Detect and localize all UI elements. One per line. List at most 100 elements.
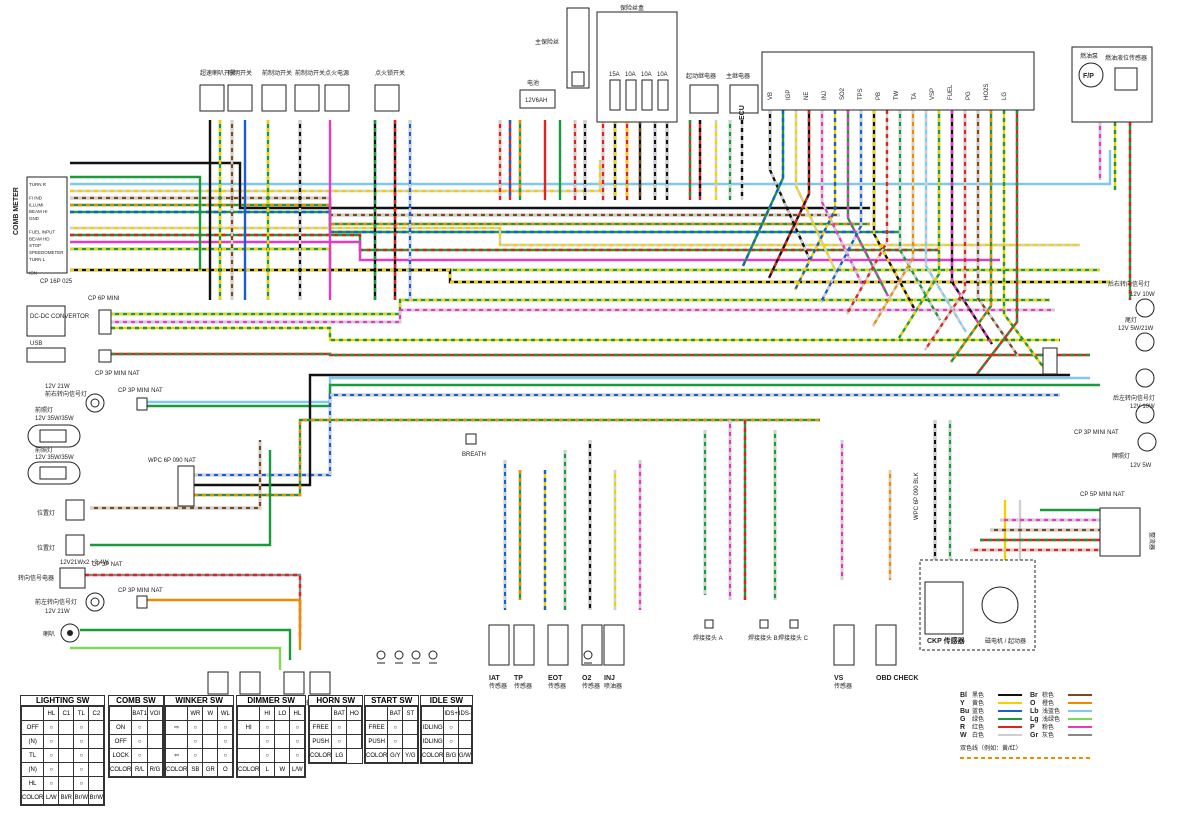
top-switch-label: 前制动开关 (295, 69, 325, 77)
usb-connector: CP 3P MINI NAT (95, 371, 140, 377)
top-switch-label: 照明开关 (228, 69, 252, 77)
wire-tracer (924, 110, 967, 351)
switch-table-title: LIGHTING SW (21, 696, 105, 706)
sensor-sub: 传感器 (489, 682, 507, 690)
meter-pin-label: ILLUMI (29, 202, 44, 207)
bottom-switch-box (309, 671, 331, 695)
position-light-lower: 位置灯 (37, 534, 85, 556)
ground-points (376, 650, 593, 664)
wire-tracer (976, 110, 1019, 375)
wire (950, 110, 993, 363)
top-switch-label: 点火锁开关 (375, 69, 405, 77)
main-fuse: 主保险丝 (535, 7, 590, 89)
ground-point (428, 650, 438, 660)
ckp-title: CKP 传感器 (927, 636, 966, 645)
wire (976, 110, 1019, 357)
fuel-pump: F/P 燃油泵 燃油液位传感器 (1071, 46, 1153, 123)
ecu-title: ECU (739, 105, 746, 120)
fuse-cell (641, 79, 653, 111)
sensor-sub: 传感器 (514, 682, 532, 690)
top-switch-box (227, 84, 253, 112)
sensor-name: EOT (548, 675, 563, 682)
legend-code: Br (1030, 692, 1038, 699)
wire-tracer (950, 110, 993, 363)
relay-box (689, 84, 719, 114)
front-left-turn-title: 前左转向信号灯 (35, 598, 77, 606)
rectifier-title: 整流器 (1148, 532, 1156, 550)
wire-tracer (1002, 110, 1045, 369)
sensor-name: TP (514, 675, 523, 682)
rectifier-connector: CP 5P MINI NAT (1080, 492, 1125, 498)
joint-label: 焊接接头 B (748, 634, 778, 642)
wire-tracer (111, 352, 1090, 357)
wire (147, 376, 1090, 404)
front-left-turn-signal: 前左转向信号灯 12V 21W CP 3P MINI NAT (35, 588, 163, 615)
headlight-lower: 前照灯 12V 35W/35W (27, 446, 81, 485)
wire-tracer (897, 110, 941, 339)
rear-right-turn-title: 后右转向信号灯 (1108, 280, 1150, 288)
fuse-rating: 15A (609, 72, 620, 78)
joint-label: 焊接接头 A (693, 634, 723, 642)
switch-table-title: IDLE SW (421, 696, 472, 706)
wire-tracer (871, 110, 915, 327)
main-fuse-title: 主保险丝 (535, 38, 559, 46)
joint-marker (759, 619, 769, 629)
relay-group: 起动继电器主继电器 (686, 72, 759, 114)
legend-code: Gr (1030, 732, 1038, 739)
legend-name: 粉色 (1042, 723, 1054, 731)
top-switch-box (374, 84, 400, 112)
wire-tracer (70, 268, 1110, 284)
meter-pin-label: BEAM HD (29, 236, 50, 241)
sensor-sub: 传感器 (548, 682, 566, 690)
ecu-pin-label: VSP (930, 88, 936, 100)
headlight-label-1: 前照灯 (35, 406, 53, 414)
wire (924, 110, 967, 351)
comb-meter-title: COMB METER (13, 187, 20, 235)
relay-connector: CP 3P NAT (92, 562, 123, 568)
legend-name: 黑色 (972, 691, 984, 699)
legend-code: O (1030, 700, 1036, 707)
meter-pin-label: SPEEDOMETER (29, 250, 64, 255)
ground-point (376, 650, 386, 660)
license-light-title: 牌照灯 (1112, 452, 1130, 460)
legend-code: R (960, 724, 965, 731)
rear-left-turn-title: 后左转向信号灯 (1113, 394, 1155, 402)
top-switch-group: 超速喇叭开关照明开关前制动开关前制动开关点火电源点火锁开关 (199, 69, 405, 112)
headlight-label-2: 前照灯 (35, 446, 53, 454)
wire-tracer (794, 110, 838, 273)
comb-meter-connector: CP 16P 025 (40, 279, 73, 285)
sensor-name: IAT (489, 675, 500, 682)
meter-pin-label: TURN L (29, 257, 46, 262)
wire (111, 298, 1050, 316)
switch-table-title: DIMMER SW (237, 696, 306, 706)
front-left-turn-connector: CP 3P MINI NAT (118, 588, 163, 594)
wire (820, 110, 864, 285)
headlight-spec-2: 12V 35W/35W (35, 455, 74, 461)
relay-spec: 12V21Wx2 +3.4W (60, 560, 109, 566)
legend-code: G (960, 716, 966, 723)
wire-tracer (819, 110, 863, 303)
legend-note: 双色线（例如：黄/红） (960, 744, 1022, 752)
ecu-pin-label: VB (768, 92, 774, 100)
sensor-body (581, 624, 603, 666)
legend-code: Lb (1030, 708, 1039, 715)
switch-table-title: START SW (365, 696, 419, 706)
legend-name: 灰色 (1042, 731, 1054, 739)
wire-tracer (793, 110, 837, 291)
rear-left-turn-spec: 12V 10W (1130, 404, 1155, 410)
fuse-cell (657, 79, 669, 111)
joint-marker (704, 619, 714, 629)
bottom-switch-box (283, 671, 305, 695)
tail-light-title: 尾灯 (1125, 316, 1137, 324)
battery: 12V6AH 电池 (519, 79, 556, 109)
sensor-name: O2 (582, 675, 591, 682)
ecu-pin-label: TA (912, 93, 918, 100)
front-right-turn-signal: 12V 21W 前右转向信号灯 CP 3P MINI NAT (45, 384, 163, 413)
